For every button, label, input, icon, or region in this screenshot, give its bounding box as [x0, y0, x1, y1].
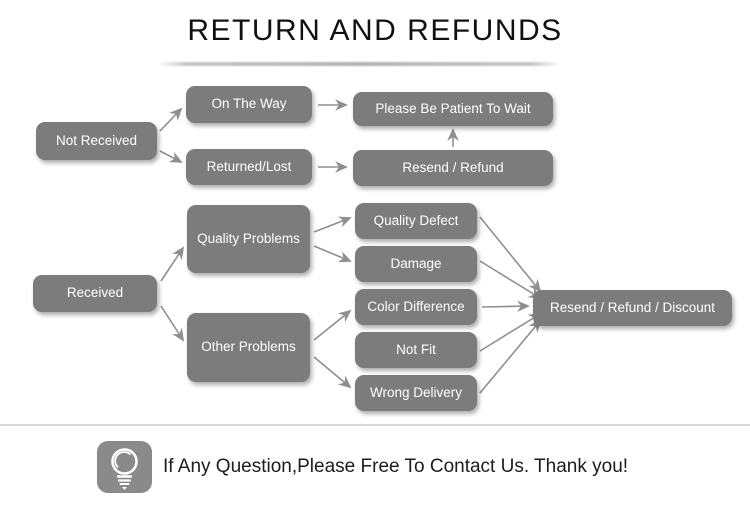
page-title: RETURN AND REFUNDS: [187, 14, 563, 47]
flow-node-not-received: Not Received: [36, 122, 157, 160]
contact-message: If Any Question,Please Free To Contact U…: [163, 455, 629, 477]
flow-node-resend-refund: Resend / Refund: [353, 150, 553, 186]
flow-node-received: Received: [33, 275, 157, 312]
flow-edge-received-other-problems: [160, 305, 185, 342]
flow-edge-wrong-delivery-resend-refund-discount: [479, 319, 542, 394]
flow-node-quality-defect: Quality Defect: [355, 203, 477, 239]
flow-node-on-the-way: On The Way: [186, 86, 312, 123]
flow-node-quality-problems: Quality Problems: [187, 205, 310, 273]
flow-edge-quality-defect-resend-refund-discount: [479, 216, 542, 293]
flow-edge-quality-problems-quality-defect: [313, 216, 352, 233]
flow-node-please-wait: Please Be Patient To Wait: [353, 92, 553, 126]
flowchart-edge-lines: [159, 99, 542, 394]
flow-node-wrong-delivery: Wrong Delivery: [355, 375, 477, 411]
flow-node-damage: Damage: [355, 246, 477, 282]
flow-edge-received-quality-problems: [160, 246, 185, 282]
flow-edge-not-received-on-the-way: [159, 107, 183, 132]
flow-edge-not-received-returned-lost: [159, 150, 183, 163]
flow-edge-color-difference-resend-refund-discount: [481, 300, 530, 312]
flow-node-not-fit: Not Fit: [355, 332, 477, 368]
flow-node-returned-lost: Returned/Lost: [186, 149, 312, 185]
light-bulb-icon: [97, 441, 152, 493]
flow-node-color-difference: Color Difference: [355, 289, 477, 325]
flow-edge-damage-resend-refund-discount: [479, 260, 542, 300]
footer-divider: [0, 424, 750, 426]
flow-edge-quality-problems-damage: [313, 245, 352, 263]
flow-edge-other-problems-color-difference: [313, 309, 352, 341]
flow-node-resend-refund-discount: Resend / Refund / Discount: [533, 290, 732, 326]
flow-node-other-problems: Other Problems: [187, 313, 310, 382]
title-divider: [158, 62, 560, 66]
flow-edge-other-problems-wrong-delivery: [313, 356, 352, 389]
